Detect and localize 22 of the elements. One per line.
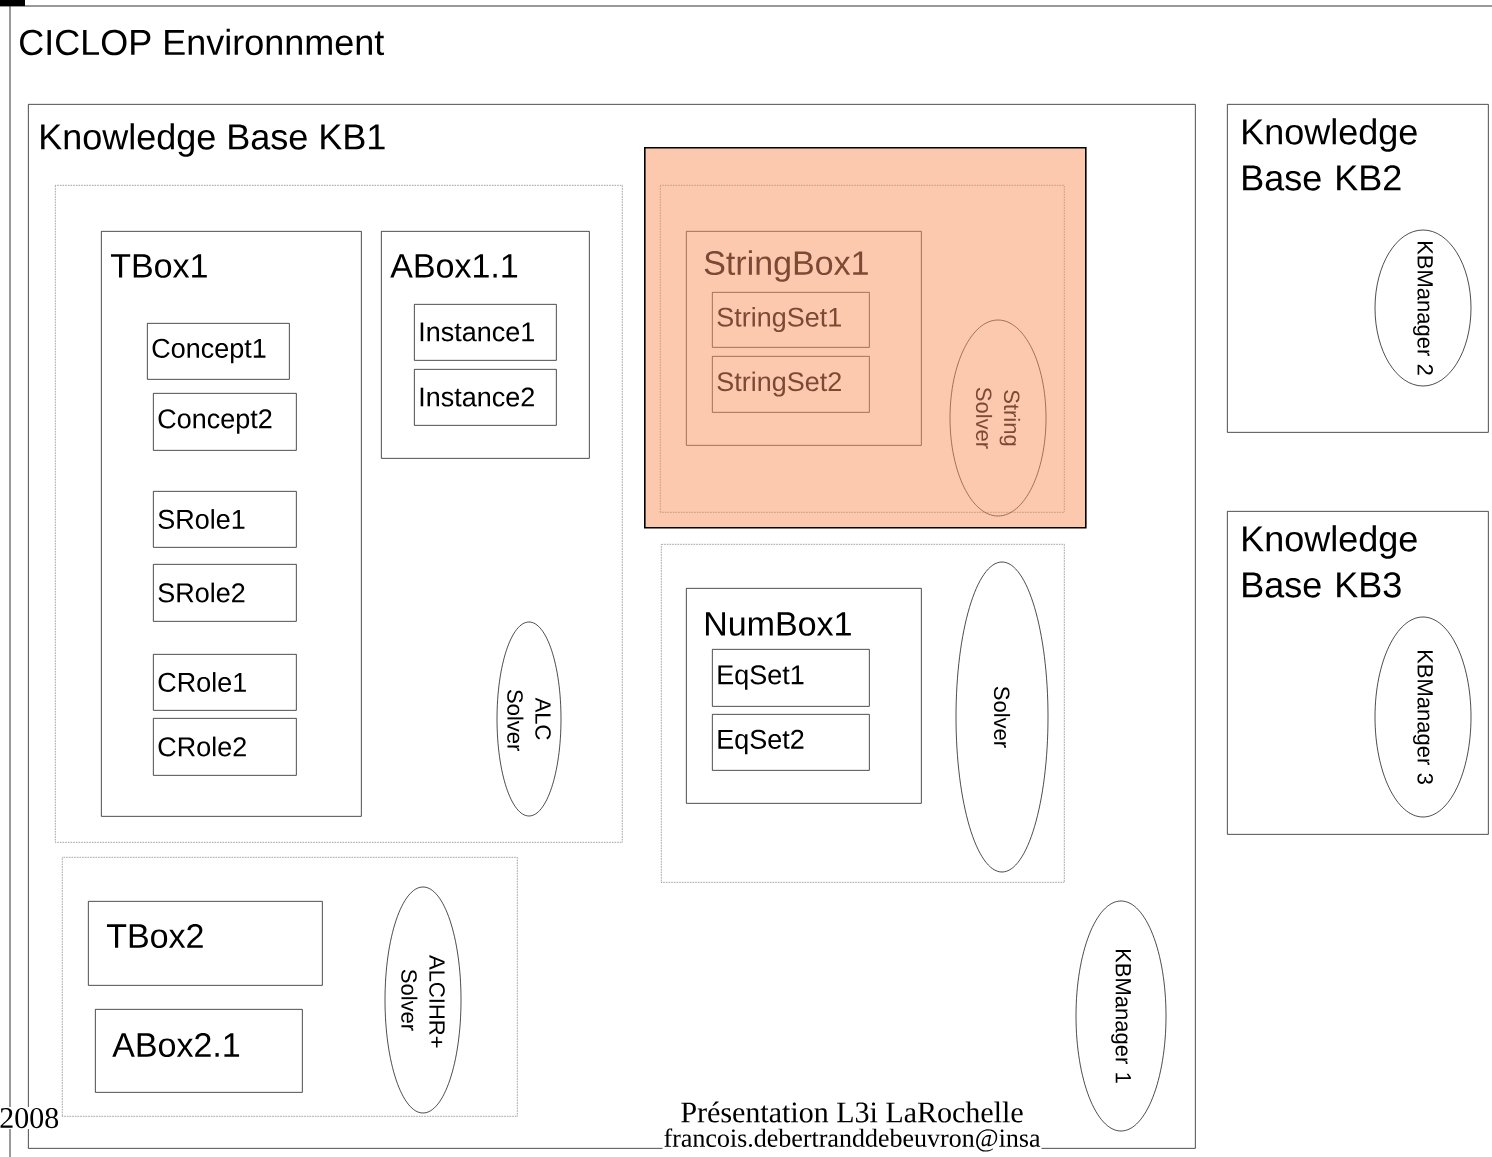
dotted-group-box — [660, 185, 1065, 513]
item-box: CRole2 — [153, 718, 297, 776]
year-text: 2008 — [0, 1106, 61, 1130]
item-box: CRole1 — [153, 654, 297, 711]
item-box: SRole1 — [153, 491, 297, 548]
dotted-group-box — [55, 185, 623, 843]
dotted-group-box — [62, 857, 518, 1117]
item-box: Instance2 — [414, 369, 557, 426]
dotted-group-box — [661, 544, 1065, 883]
footer-text: Présentation L3i LaRochelle — [679, 1100, 1025, 1124]
email-text: francois.debertranddebeuvron@insa — [662, 1127, 1042, 1153]
item-box: EqSet2 — [712, 714, 870, 771]
container-box: TBox2 — [88, 901, 323, 986]
item-box: Concept1 — [147, 323, 290, 380]
item-box: EqSet1 — [712, 649, 870, 707]
highlight-panel — [644, 147, 1087, 529]
item-box: SRole2 — [153, 564, 297, 622]
item-box: Concept2 — [153, 393, 297, 451]
item-box: StringSet2 — [712, 356, 870, 413]
item-box: StringSet1 — [712, 292, 870, 348]
item-box: Instance1 — [414, 304, 557, 361]
container-box: ABox2.1 — [95, 1009, 303, 1093]
